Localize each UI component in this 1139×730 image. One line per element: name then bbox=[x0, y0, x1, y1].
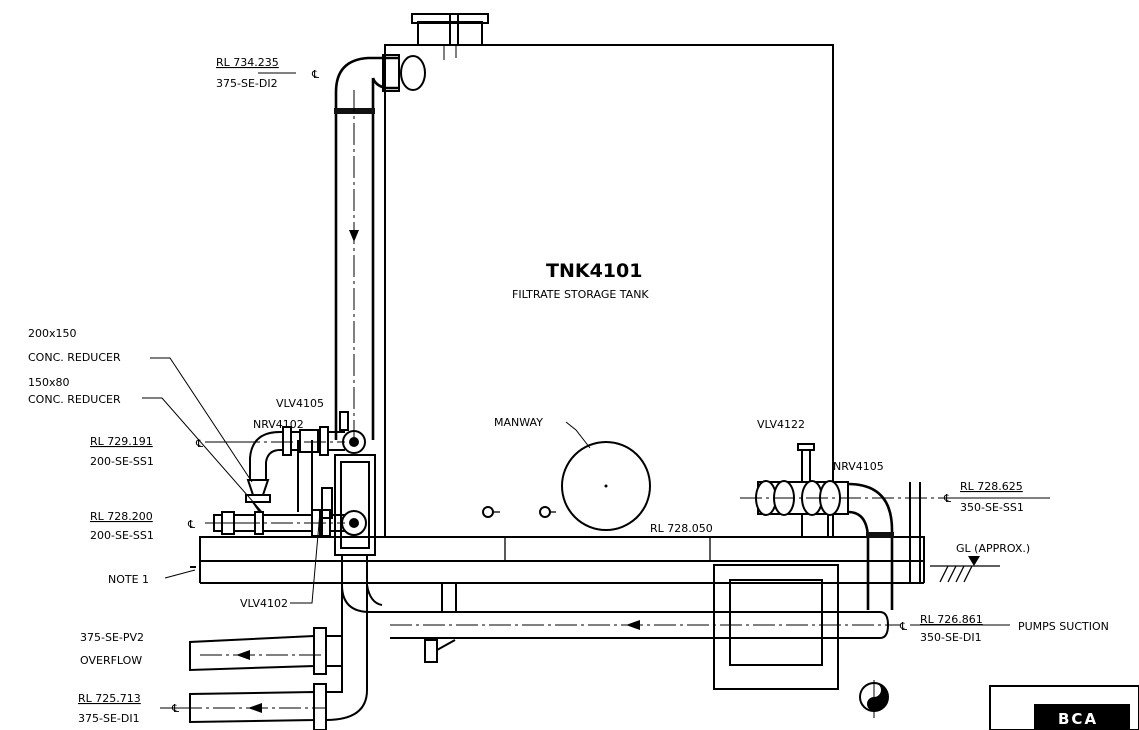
svg-text:℄: ℄ bbox=[899, 620, 907, 633]
svg-text:℄: ℄ bbox=[171, 702, 179, 715]
rl-suction-line: 350-SE-DI1 bbox=[920, 631, 982, 644]
rl-right-line: 350-SE-SS1 bbox=[960, 501, 1024, 514]
tank-tag: TNK4101 bbox=[546, 260, 642, 282]
manway-circle bbox=[561, 441, 651, 531]
rl-top-line: 375-SE-DI2 bbox=[216, 77, 278, 90]
rl-right-level: RL 728.625 bbox=[960, 480, 1023, 493]
note1-label: NOTE 1 bbox=[108, 573, 149, 586]
gl-label: GL (APPROX.) bbox=[956, 542, 1030, 555]
overflow-outlet bbox=[189, 627, 456, 675]
vlv4102-label: VLV4102 bbox=[240, 597, 288, 610]
rl-top-level: RL 734.235 bbox=[216, 56, 279, 69]
valve-vlv4105 bbox=[339, 411, 366, 454]
reducer2-size: 150x80 bbox=[28, 376, 70, 389]
ground-line bbox=[930, 556, 1000, 583]
left-upper-line bbox=[205, 426, 345, 503]
overflow-label: OVERFLOW bbox=[80, 654, 142, 667]
logo-text: BCA bbox=[1058, 710, 1098, 728]
rl-bottom-line: 375-SE-DI1 bbox=[78, 712, 140, 725]
nrv4105-label: NRV4105 bbox=[833, 460, 884, 473]
rl-slab-level: RL 728.050 bbox=[650, 522, 713, 535]
rl-suction-level: RL 726.861 bbox=[920, 613, 983, 626]
vlv4122-label: VLV4122 bbox=[757, 418, 805, 431]
overflow-vertical-pipe bbox=[334, 54, 426, 440]
tank-name: FILTRATE STORAGE TANK bbox=[512, 288, 649, 301]
rl-lower-left-level: RL 728.200 bbox=[90, 510, 153, 523]
overflow-line-label: 375-SE-PV2 bbox=[80, 631, 144, 644]
leader-lines bbox=[142, 72, 1050, 709]
vertical-header bbox=[334, 454, 376, 690]
rl-lower-left-line: 200-SE-SS1 bbox=[90, 529, 154, 542]
bottom-outlet bbox=[180, 683, 368, 730]
rl-bottom-level: RL 725.713 bbox=[78, 692, 141, 705]
svg-text:℄: ℄ bbox=[195, 437, 203, 450]
right-pipe-assembly bbox=[740, 443, 960, 610]
vlv4105-label: VLV4105 bbox=[276, 397, 324, 410]
reducer2-type: CONC. REDUCER bbox=[28, 393, 121, 406]
svg-text:℄: ℄ bbox=[187, 518, 195, 531]
concrete-slab bbox=[190, 536, 925, 690]
svg-text:℄: ℄ bbox=[943, 492, 951, 505]
reducer1-type: CONC. REDUCER bbox=[28, 351, 121, 364]
tank-nozzles bbox=[482, 506, 556, 518]
svg-text:℄: ℄ bbox=[311, 68, 319, 81]
suction-line bbox=[341, 583, 900, 639]
manway-label: MANWAY bbox=[494, 416, 543, 429]
nrv4102-label: NRV4102 bbox=[253, 418, 304, 431]
pumps-suction-label: PUMPS SUCTION bbox=[1018, 620, 1109, 633]
reducer1-size: 200x150 bbox=[28, 327, 77, 340]
rl-upper-left-level: RL 729.191 bbox=[90, 435, 153, 448]
company-logo: BCA bbox=[989, 685, 1139, 730]
rl-upper-left-line: 200-SE-SS1 bbox=[90, 455, 154, 468]
centerline-symbols: ℄ ℄ ℄ ℄ ℄ ℄ bbox=[171, 68, 951, 715]
drain-symbol-icon bbox=[859, 680, 889, 718]
